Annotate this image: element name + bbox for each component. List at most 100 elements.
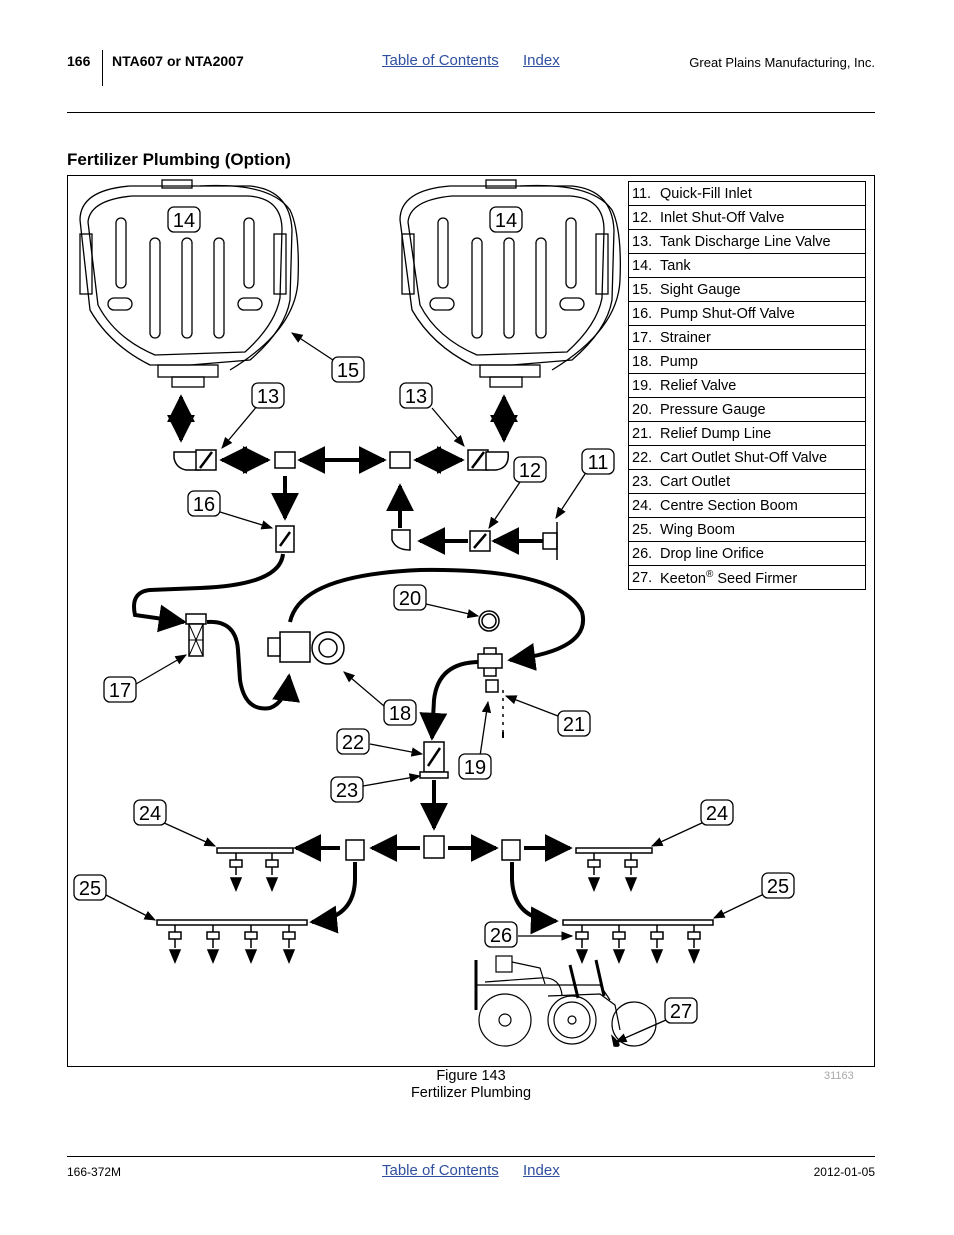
legend-label: Cart Outlet Shut-Off Valve: [660, 449, 828, 466]
legend-label: Cart Outlet: [660, 473, 731, 490]
tee-fitting-left: [274, 451, 296, 469]
callout-19: 19: [458, 753, 492, 780]
svg-text:16: 16: [193, 494, 215, 516]
svg-text:24: 24: [139, 803, 161, 825]
callout-13-right: 13: [399, 382, 433, 409]
svg-text:11: 11: [588, 452, 609, 474]
figure-number: Figure 143: [436, 1068, 506, 1084]
company-name: Great Plains Manufacturing, Inc.: [689, 55, 875, 70]
pump-body: [279, 631, 311, 663]
callout-20: 20: [393, 584, 427, 611]
header-toc-link[interactable]: Table of Contents: [382, 52, 499, 69]
legend-number: 15.: [632, 281, 653, 298]
legend-number: 18.: [632, 353, 653, 370]
svg-text:12: 12: [519, 460, 541, 482]
legend-number: 22.: [632, 449, 653, 466]
legend-number: 12.: [632, 209, 653, 226]
legend-row: 20. Pressure Gauge: [628, 397, 866, 422]
legend-number: 13.: [632, 233, 653, 250]
footer-index-link[interactable]: Index: [523, 1162, 560, 1179]
legend-row: 21.Relief Dump Line: [628, 421, 866, 446]
svg-text:14: 14: [495, 210, 517, 232]
strainer-cap: [185, 613, 207, 625]
legend-row: 16. Pump Shut-Off Valve: [628, 301, 866, 326]
wing-boom-right: [562, 919, 714, 926]
svg-text:19: 19: [464, 757, 486, 779]
centre-boom-left: [216, 847, 294, 854]
legend-label: Relief Dump Line: [660, 425, 772, 442]
callout-14-right: 14: [489, 206, 523, 233]
callout-21: 21: [557, 710, 591, 737]
legend-label: Strainer: [660, 329, 711, 346]
svg-text:14: 14: [173, 210, 195, 232]
legend-number: 20.: [632, 401, 653, 418]
callout-14-left: 14: [167, 206, 201, 233]
svg-text:13: 13: [257, 386, 279, 408]
legend-number: 17.: [632, 329, 653, 346]
callout-25-right: 25: [761, 872, 795, 899]
callout-22: 22: [336, 728, 370, 755]
legend-label: Pressure Gauge: [660, 401, 766, 418]
legend-row: 17. Strainer: [628, 325, 866, 350]
legend-number: 27.: [632, 570, 653, 587]
svg-text:15: 15: [337, 360, 359, 382]
elbow-12: [391, 529, 411, 551]
svg-text:22: 22: [342, 732, 364, 754]
legend-number: 14.: [632, 257, 653, 274]
legend-row: 18. Pump: [628, 349, 866, 374]
legend-label: Keeton: [660, 570, 706, 587]
footer-toc-link[interactable]: Table of Contents: [382, 1162, 499, 1179]
callout-24-left: 24: [133, 799, 167, 826]
legend-label-suffix: Seed Firmer: [713, 570, 798, 587]
legend-row: 12. Inlet Shut-Off Valve: [628, 205, 866, 230]
row-unit-illustration: [474, 955, 657, 1047]
drops-wing-left: [168, 925, 296, 964]
callout-26: 26: [484, 921, 518, 948]
legend-row: 11. Quick-Fill Inlet: [628, 181, 866, 206]
svg-text:27: 27: [670, 1001, 692, 1023]
svg-text:17: 17: [109, 680, 131, 702]
tee-right-boom: [501, 839, 521, 861]
legend-row: 25.Wing Boom: [628, 517, 866, 542]
callout-23: 23: [330, 776, 364, 803]
callout-25-left: 25: [73, 874, 107, 901]
header-rule: [67, 112, 875, 113]
drops-centre-right: [587, 853, 638, 892]
legend-row: 24. Centre Section Boom: [628, 493, 866, 518]
tank-right: [399, 179, 621, 388]
footer-rule: [67, 1156, 875, 1157]
legend-label: Relief Valve: [660, 377, 737, 394]
legend-number: 24.: [632, 497, 653, 514]
wing-boom-left: [156, 919, 308, 926]
tank-left: [79, 179, 299, 388]
quick-fill-inlet: [542, 532, 558, 550]
callout-12: 12: [513, 456, 547, 483]
legend-label: Pump Shut-Off Valve: [660, 305, 795, 322]
legend-row: 23.Cart Outlet: [628, 469, 866, 494]
legend-label: Pump: [660, 353, 698, 370]
svg-text:25: 25: [79, 878, 101, 900]
legend-label: Sight Gauge: [660, 281, 741, 298]
legend-label: Quick-Fill Inlet: [660, 185, 752, 202]
header-separator: [102, 50, 103, 86]
legend-number: 16.: [632, 305, 653, 322]
svg-text:20: 20: [399, 588, 421, 610]
legend-label: Tank: [660, 257, 691, 274]
svg-text:26: 26: [490, 925, 512, 947]
legend-number: 26.: [632, 545, 653, 562]
figure-frame: [67, 175, 875, 1067]
callout-17: 17: [103, 676, 137, 703]
tee-fitting-right: [389, 451, 411, 469]
legend-number: 11.: [632, 185, 652, 202]
header-index-link[interactable]: Index: [523, 52, 560, 69]
publish-date: 2012-01-05: [813, 1165, 875, 1179]
legend-label: Centre Section Boom: [660, 497, 798, 514]
section-title: Fertilizer Plumbing (Option): [67, 150, 291, 169]
legend-row: 14. Tank: [628, 253, 866, 278]
svg-text:13: 13: [405, 386, 427, 408]
callout-27: 27: [664, 997, 698, 1024]
legend-row: 27.Keeton® Seed Firmer: [628, 565, 866, 590]
callout-13-left: 13: [251, 382, 285, 409]
legend-label: Inlet Shut-Off Valve: [660, 209, 785, 226]
legend-row: 26.Drop line Orifice: [628, 541, 866, 566]
